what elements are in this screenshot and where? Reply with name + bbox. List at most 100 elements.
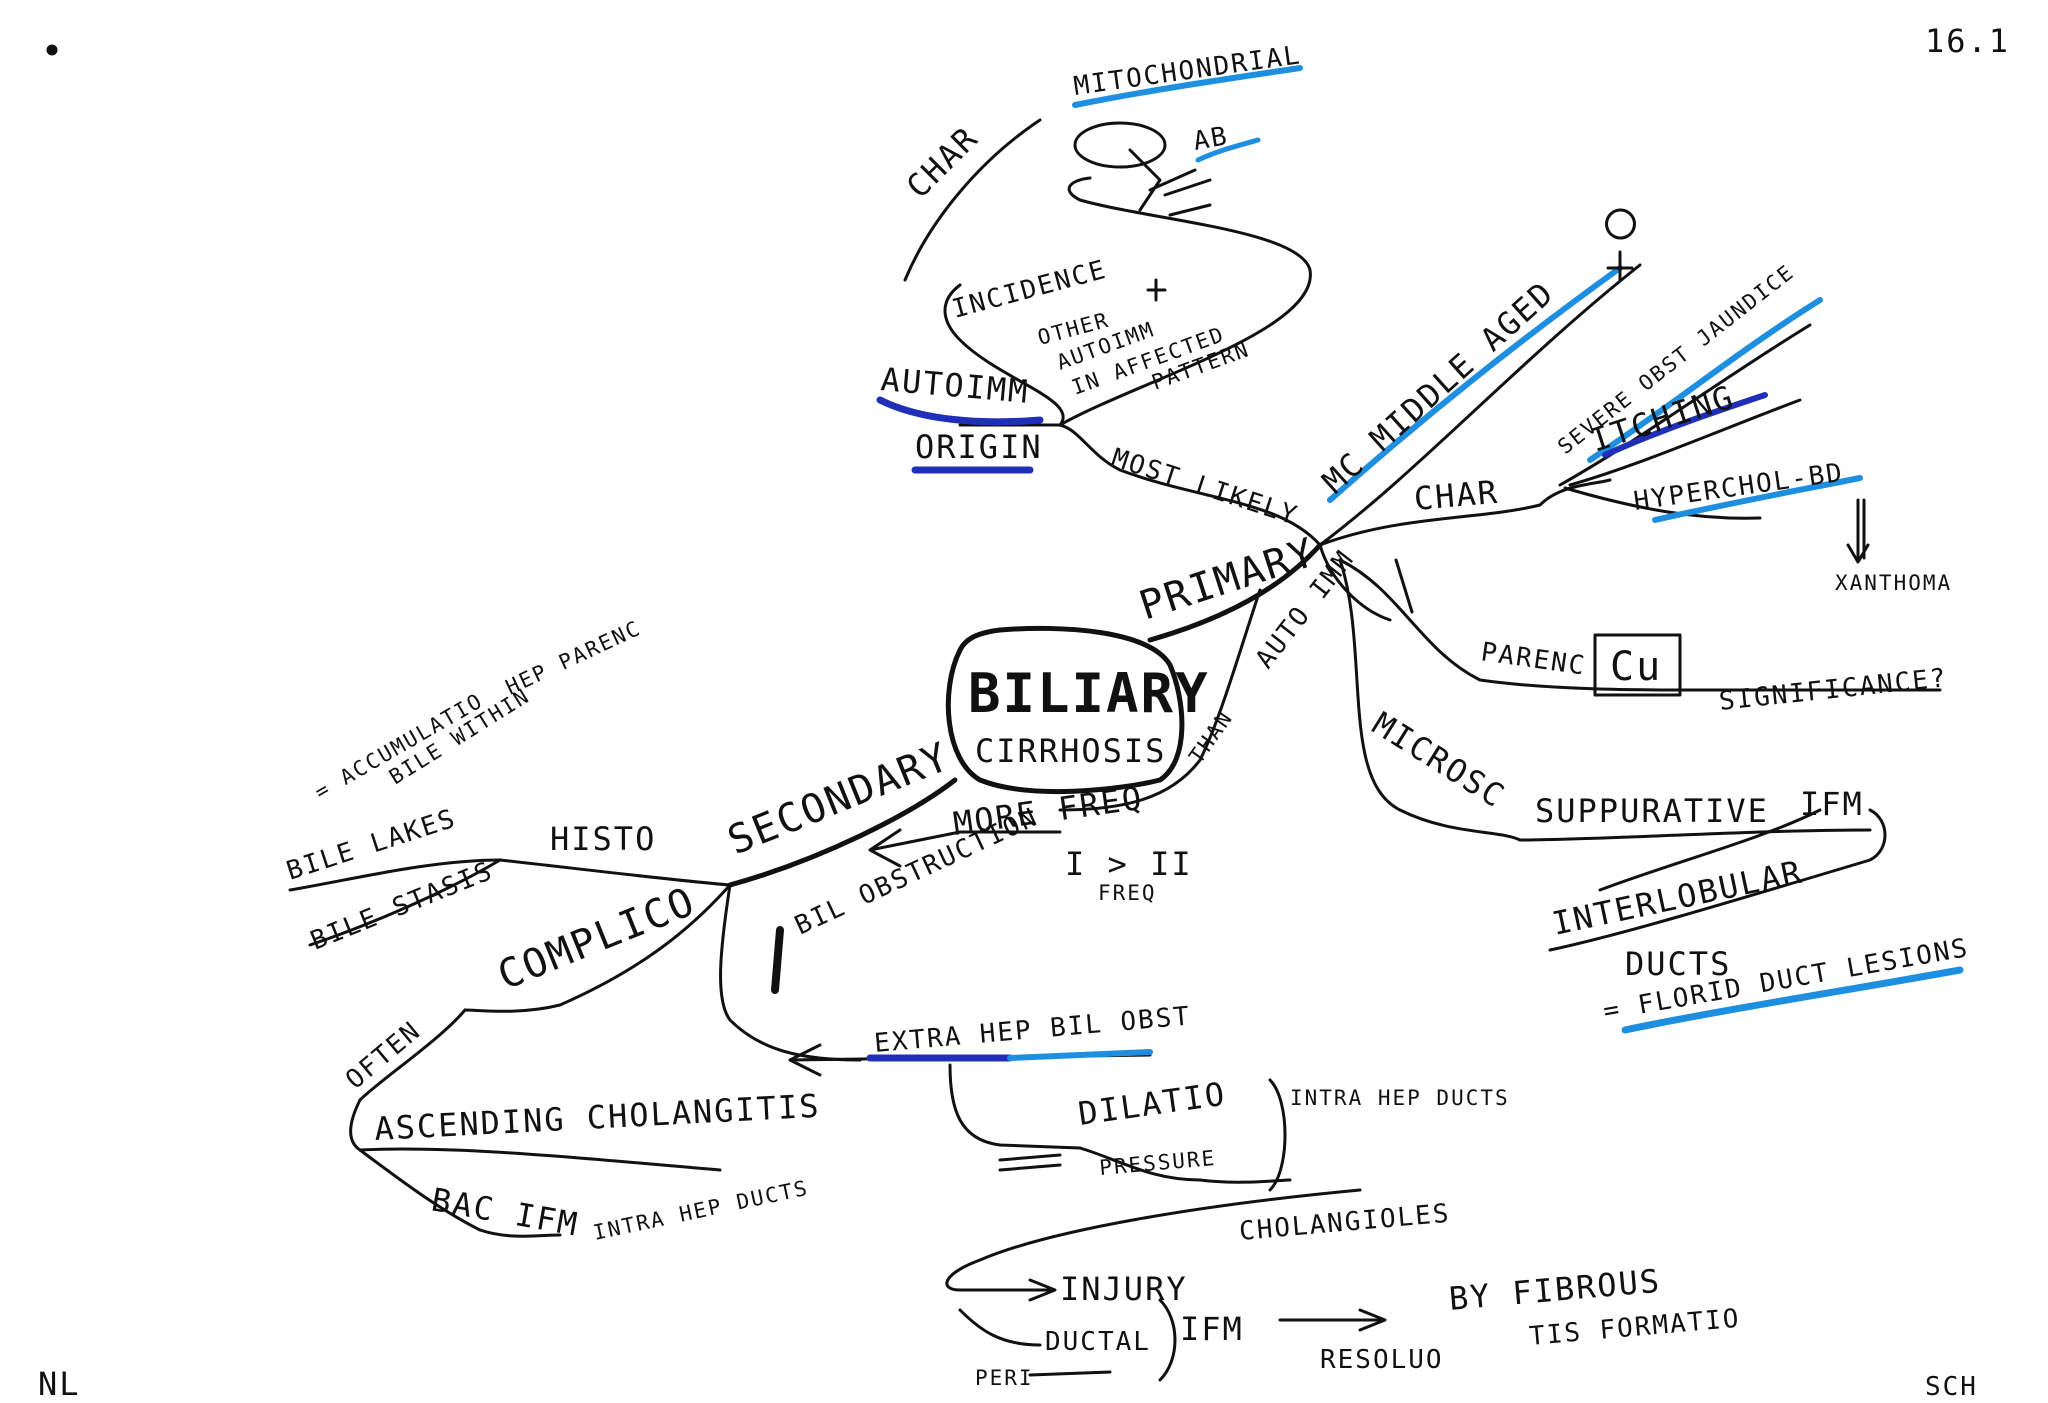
branch-itching bbox=[1568, 398, 1802, 487]
dilation-label: DILATIO bbox=[1076, 1075, 1229, 1133]
hl-ab bbox=[1195, 137, 1261, 163]
branch-than bbox=[1058, 588, 1262, 812]
arrow-xanthoma bbox=[1846, 498, 1870, 564]
highlights bbox=[866, 65, 1964, 1062]
histo-label: HISTO bbox=[550, 820, 656, 858]
intra-hep-ducts-label: INTRA HEP DUCTS bbox=[591, 1176, 811, 1245]
branch-incidence-loop bbox=[1058, 176, 1312, 427]
ab-arrow-icon bbox=[1128, 148, 1212, 217]
intra-hep-ducts-2-label: INTRA HEP DUCTS bbox=[1290, 1086, 1510, 1110]
doodles bbox=[46, 44, 1682, 994]
branch-incidence bbox=[943, 283, 1065, 427]
ifm2-label: IFM bbox=[1180, 1310, 1244, 1348]
branch-bile-lakes bbox=[288, 858, 502, 892]
autoimm-label[interactable]: AUTOIMM bbox=[879, 360, 1031, 411]
arrow-injury bbox=[958, 1278, 1057, 1302]
ascending-label[interactable]: ASCENDING CHOLANGITIS bbox=[373, 1087, 821, 1148]
mc-middle-aged-label[interactable]: MC MIDDLE AGED bbox=[1315, 273, 1562, 500]
corner-left: NL bbox=[38, 1365, 81, 1403]
branch-autoimm2-bar bbox=[1394, 558, 1414, 614]
hl-hyperchol bbox=[1652, 475, 1863, 523]
central-node-outline bbox=[945, 625, 1185, 795]
branch-most-likely bbox=[958, 423, 1322, 547]
branch-pressure bbox=[1078, 1146, 1292, 1184]
branch-bile-stasis bbox=[308, 858, 502, 947]
page-number: 16.1 bbox=[1925, 22, 2010, 60]
microsc-label: MICROSC bbox=[1366, 705, 1512, 816]
hl-autoimm bbox=[876, 396, 1044, 426]
injury-label: INJURY bbox=[1060, 1270, 1188, 1308]
interlobular-label[interactable]: INTERLOBULAR bbox=[1549, 853, 1807, 943]
ifm-label: IFM bbox=[1800, 785, 1864, 823]
branch-parenc bbox=[1338, 558, 1692, 692]
hl-mitochondrial bbox=[1072, 65, 1303, 108]
parenc-label: PARENC bbox=[1479, 637, 1588, 681]
branch-bil-obst bbox=[719, 883, 862, 1062]
line-interlobular bbox=[1548, 808, 1887, 952]
by-fibrous-label: BY FIBROUS bbox=[1447, 1262, 1662, 1318]
central-title: BILIARY bbox=[968, 662, 1210, 725]
itching-label[interactable]: ITCHING bbox=[1586, 377, 1739, 459]
branch-histo bbox=[498, 858, 732, 887]
branch-ascending bbox=[349, 1098, 722, 1172]
line-suppurative bbox=[1518, 828, 1872, 842]
resolution-label: RESOLUO bbox=[1320, 1345, 1444, 1375]
central-subtitle: CIRRHOSIS bbox=[975, 732, 1166, 770]
i-gt-ii-label: I > II bbox=[1065, 845, 1193, 883]
xanthoma-label: XANTHOMA bbox=[1835, 571, 1952, 595]
hl-mc bbox=[1327, 265, 1623, 503]
branch-complico bbox=[463, 883, 732, 1013]
line-peri bbox=[1028, 1370, 1112, 1377]
primary-char: CHAR bbox=[899, 119, 986, 206]
branch-mc bbox=[1318, 263, 1642, 547]
ductal-label: DUCTAL bbox=[1045, 1327, 1151, 1357]
branch-ductal bbox=[958, 1308, 1042, 1347]
cholangioles-label: CHOLANGIOLES bbox=[1238, 1199, 1452, 1247]
branch-hyperchol bbox=[1563, 486, 1762, 520]
hep-parenc-label: HEP PARENC bbox=[502, 616, 645, 700]
suppurative-label: SUPPURATIVE bbox=[1535, 792, 1769, 830]
cu-label: Cu bbox=[1610, 644, 1662, 690]
freq-label: FREQ bbox=[1098, 881, 1157, 905]
branch-microsc bbox=[1338, 558, 1522, 842]
char2-label: CHAR bbox=[1412, 473, 1500, 518]
branch-dilation bbox=[948, 1063, 1082, 1150]
ink-dot-icon bbox=[46, 44, 58, 56]
ab-oval-icon bbox=[1073, 121, 1167, 169]
branch-severe bbox=[1558, 323, 1812, 487]
arrow-more-freq bbox=[868, 828, 1062, 868]
connector-lines bbox=[288, 118, 1942, 1382]
arrow-eq bbox=[998, 1153, 1062, 1172]
complico-label: COMPLICO bbox=[492, 878, 703, 999]
significance-label: SIGNIFICANCE? bbox=[1718, 663, 1949, 717]
hyperchol-label[interactable]: HYPERCHOL-BD bbox=[1632, 458, 1846, 517]
ab-label: AB bbox=[1191, 121, 1231, 157]
hl-extra-hep-2 bbox=[1007, 1049, 1153, 1061]
branch-cholangioles bbox=[945, 1188, 1362, 1292]
cu-bracket-icon bbox=[1593, 633, 1682, 697]
strike-suppurative bbox=[1598, 808, 1822, 892]
hl-severe bbox=[1587, 297, 1823, 463]
origin-label[interactable]: ORIGIN bbox=[915, 428, 1043, 466]
tis-formation-label: TIS FORMATIO bbox=[1528, 1304, 1742, 1352]
bullet-bar-icon bbox=[771, 926, 784, 994]
secondary-trunk bbox=[727, 777, 958, 888]
hl-florid bbox=[1621, 966, 1964, 1034]
corner-right: SCH bbox=[1925, 1372, 1978, 1402]
branch-bac-ifm bbox=[358, 1148, 562, 1238]
asterisk-icon bbox=[1146, 278, 1167, 302]
hl-itching bbox=[1602, 392, 1768, 458]
primary-trunk bbox=[1147, 542, 1323, 643]
branch-char-mito bbox=[903, 118, 1042, 282]
peri-label: PERI bbox=[975, 1366, 1034, 1390]
mitochondrial-label: MITOCHONDRIAL bbox=[1072, 40, 1303, 102]
branch-often bbox=[358, 1008, 467, 1102]
central-node[interactable]: BILIARY CIRRHOSIS bbox=[945, 625, 1210, 795]
bracket-ifm2 bbox=[1158, 1298, 1177, 1382]
ducts-label: DUCTS bbox=[1625, 945, 1731, 983]
most-likely-label: MOST LIKELY bbox=[1108, 443, 1302, 532]
branch-char2 bbox=[1318, 478, 1612, 547]
arrow-resolution bbox=[1278, 1308, 1387, 1332]
pressure-label: PRESSURE bbox=[1098, 1146, 1217, 1180]
